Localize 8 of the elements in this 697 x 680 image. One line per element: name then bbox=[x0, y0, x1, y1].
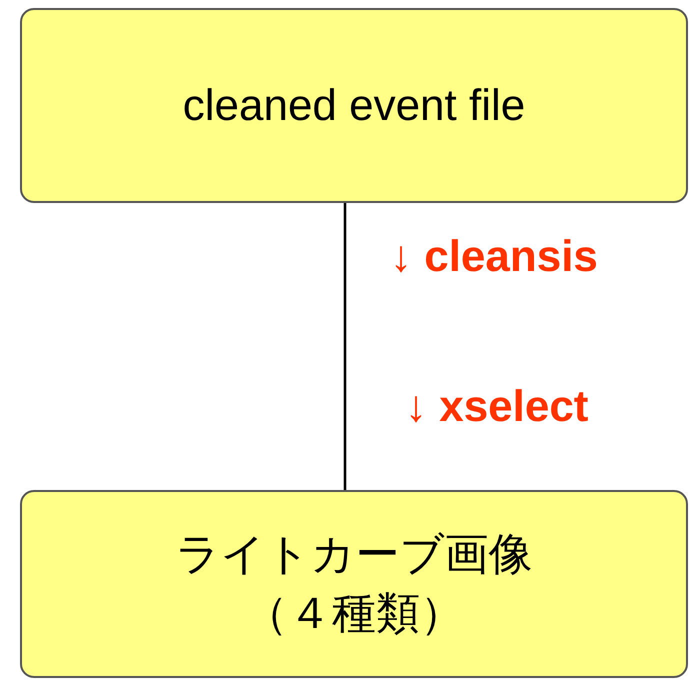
tool-label: ↓ xselect bbox=[405, 382, 588, 432]
process-box bbox=[20, 8, 688, 203]
process-box bbox=[20, 490, 688, 678]
box-text: cleaned event file bbox=[182, 80, 526, 132]
box-text: （４種類） bbox=[244, 588, 464, 640]
connector-line bbox=[344, 203, 346, 490]
tool-label: ↓ cleansis bbox=[390, 232, 598, 282]
box-text: ライトカーブ画像 bbox=[176, 528, 532, 581]
